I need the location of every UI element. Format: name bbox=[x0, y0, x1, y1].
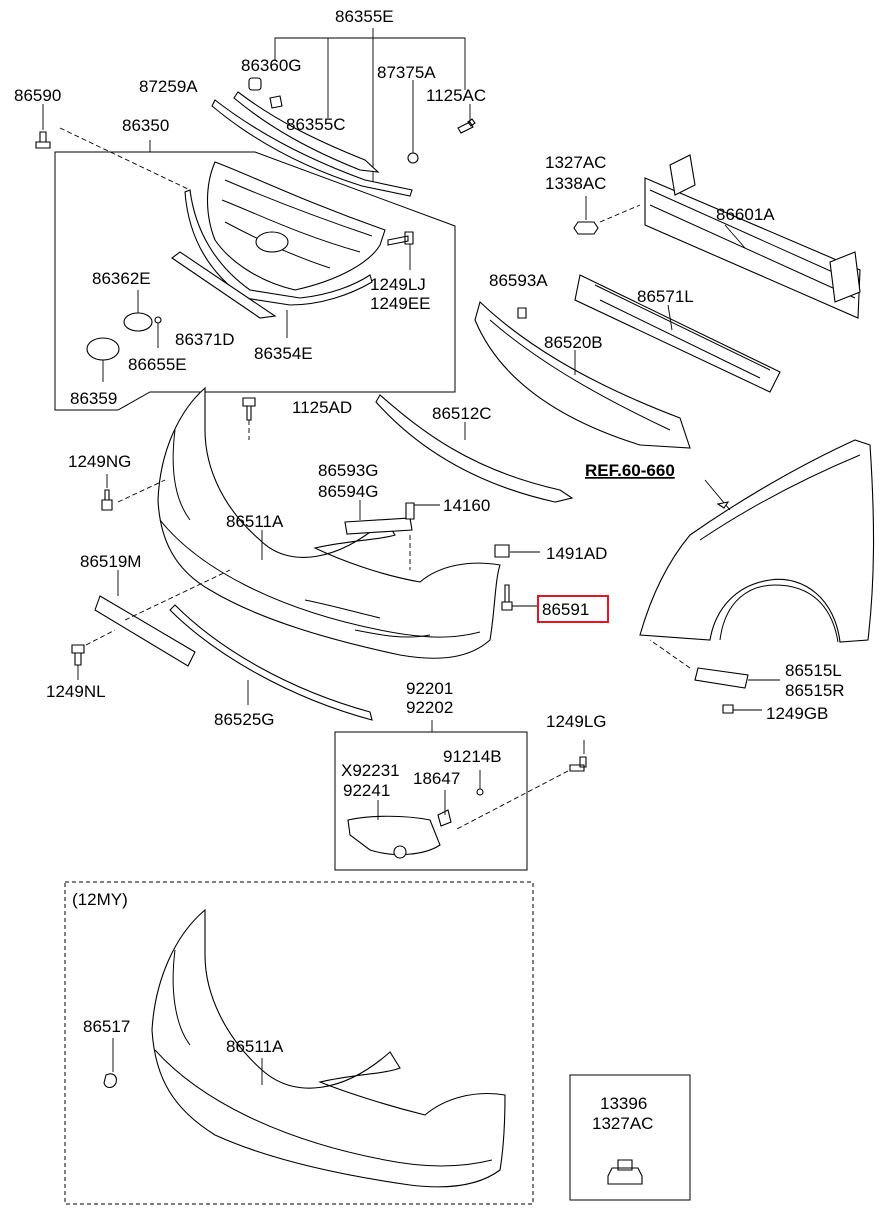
clip-87259A bbox=[248, 77, 262, 91]
label-1249LG: 1249LG bbox=[546, 712, 607, 731]
cap-86517 bbox=[103, 1073, 117, 1089]
label-13396: 13396 bbox=[600, 1094, 647, 1113]
bumper-cover-86511A bbox=[157, 386, 501, 659]
fender-ref-60-660 bbox=[639, 439, 875, 643]
label-86350: 86350 bbox=[122, 116, 169, 135]
label-86515R: 86515R bbox=[785, 681, 845, 700]
screw-1125AD bbox=[242, 397, 256, 421]
screw-86591 bbox=[501, 584, 513, 611]
upper-molding-86355 bbox=[211, 99, 413, 197]
label-86517: 86517 bbox=[83, 1017, 130, 1036]
label-91214B: 91214B bbox=[443, 747, 502, 766]
emblem-86362E bbox=[123, 312, 153, 332]
radiator-grille-86350 bbox=[206, 161, 386, 291]
label-86571L: 86571L bbox=[637, 287, 694, 306]
screw-1249LG bbox=[569, 756, 587, 772]
label-86354E: 86354E bbox=[254, 344, 313, 363]
screw-86590 bbox=[35, 131, 51, 149]
label-1327AC: 1327AC bbox=[545, 153, 606, 172]
label-86511A: 86511A bbox=[226, 512, 284, 531]
label-86655E: 86655E bbox=[128, 355, 187, 374]
label-86362E: 86362E bbox=[92, 269, 151, 288]
screw-1249NL bbox=[71, 644, 85, 666]
label-1249EE: 1249EE bbox=[370, 294, 431, 313]
lower-strip-86525G bbox=[169, 604, 373, 721]
clip-86360G bbox=[269, 95, 283, 109]
label-86520B: 86520B bbox=[544, 333, 603, 352]
label-86355C: 86355C bbox=[286, 115, 346, 134]
screw-1125AC bbox=[457, 118, 476, 134]
grille-molding-86354E bbox=[184, 189, 373, 306]
label-ref-60-660: REF.60-660 bbox=[585, 461, 675, 480]
label-86360G: 86360G bbox=[241, 56, 302, 75]
screw-1249LJ bbox=[387, 231, 414, 246]
label-12my: (12MY) bbox=[72, 890, 128, 909]
screw-14160 bbox=[405, 502, 415, 520]
label-86601A: 86601A bbox=[716, 205, 775, 224]
clip-1491AD bbox=[494, 544, 510, 558]
label-1338AC: 1338AC bbox=[545, 174, 606, 193]
fog-lamp-box bbox=[334, 731, 528, 871]
rail-86512C bbox=[375, 394, 574, 503]
label-86359: 86359 bbox=[70, 389, 117, 408]
label-92201: 92201 bbox=[406, 679, 453, 698]
label-86590: 86590 bbox=[14, 86, 61, 105]
label-X92231: X92231 bbox=[341, 761, 400, 780]
label-87259A: 87259A bbox=[139, 77, 198, 96]
label-1327AC-box: 1327AC bbox=[592, 1114, 653, 1133]
label-1125AD: 1125AD bbox=[292, 398, 352, 417]
label-1249NG: 1249NG bbox=[68, 452, 131, 471]
nut-box bbox=[569, 1074, 691, 1201]
screw-1249NG bbox=[101, 489, 113, 511]
label-86593G: 86593G bbox=[318, 461, 379, 480]
label-86512C: 86512C bbox=[432, 404, 492, 423]
label-1491AD: 1491AD bbox=[546, 544, 607, 563]
label-92202: 92202 bbox=[406, 698, 453, 717]
bumper-cover-12my bbox=[151, 908, 506, 1188]
12my-box bbox=[64, 881, 534, 1205]
label-92241: 92241 bbox=[343, 781, 390, 800]
label-86519M: 86519M bbox=[80, 552, 141, 571]
label-1125AC: 1125AC bbox=[426, 86, 486, 105]
label-14160: 14160 bbox=[443, 496, 490, 515]
label-86593A: 86593A bbox=[489, 271, 548, 290]
label-1249NL: 1249NL bbox=[46, 682, 106, 701]
label-86511A-12my: 86511A bbox=[226, 1037, 284, 1056]
emblem-86359 bbox=[86, 337, 120, 361]
rail-86601A bbox=[644, 177, 861, 319]
label-18647: 18647 bbox=[413, 769, 460, 788]
nut-1327AC bbox=[573, 221, 599, 235]
label-1249LJ: 1249LJ bbox=[370, 275, 426, 294]
label-86355E: 86355E bbox=[335, 7, 394, 26]
label-1249GB: 1249GB bbox=[766, 704, 828, 723]
nut-13396 bbox=[607, 1159, 643, 1185]
fog-lamp-92201 bbox=[347, 815, 441, 856]
license-bracket-86519M bbox=[94, 595, 196, 667]
label-87375A: 87375A bbox=[377, 63, 436, 82]
screw-1249GB bbox=[722, 704, 734, 714]
grommet-87375A bbox=[407, 152, 419, 164]
label-86594G: 86594G bbox=[318, 482, 379, 501]
lower-strip-86371D bbox=[171, 251, 277, 319]
bracket-86515L bbox=[694, 667, 749, 689]
label-86525G: 86525G bbox=[214, 710, 275, 729]
label-86371D: 86371D bbox=[175, 330, 235, 349]
bracket-86593G bbox=[344, 517, 413, 535]
highlight-box-86591 bbox=[537, 595, 609, 623]
absorber-86520B bbox=[474, 300, 691, 449]
label-86515L: 86515L bbox=[785, 661, 842, 680]
clip-86593A bbox=[517, 307, 527, 319]
label-86591: 86591 bbox=[542, 600, 589, 619]
